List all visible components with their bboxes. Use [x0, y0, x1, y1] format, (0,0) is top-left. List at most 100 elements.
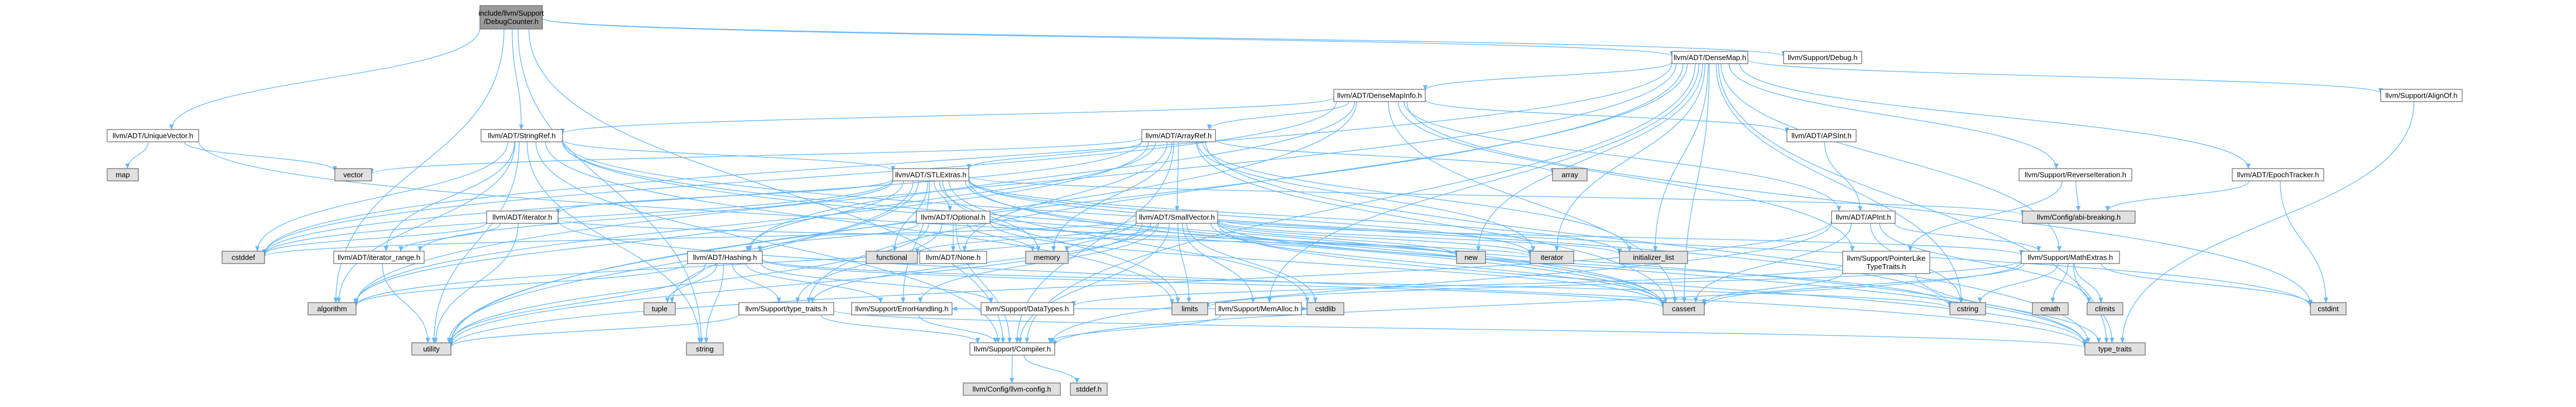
node-label-iterator: iterator [1541, 253, 1564, 262]
node-mathextras[interactable]: llvm/Support/MathExtras.h [2021, 251, 2120, 264]
edge-mathextras-to-compiler [1052, 261, 2022, 346]
node-densemap[interactable]: llvm/ADT/DenseMap.h [1671, 51, 1748, 64]
edge-errorhandling-to-compiler [918, 314, 998, 343]
edge-densemap-to-type_traits [1718, 63, 2109, 343]
node-datatypes[interactable]: llvm/Support/DataTypes.h [981, 302, 1074, 315]
node-stlextras[interactable]: llvm/ADT/STLExtras.h [892, 168, 969, 181]
node-none[interactable]: llvm/ADT/None.h [919, 251, 987, 264]
node-label-array: array [1561, 171, 1578, 179]
node-stringref[interactable]: llvm/ADT/StringRef.h [480, 129, 563, 142]
edge-optional-to-compiler [955, 223, 1012, 343]
node-initlist[interactable]: initializer_list [1619, 251, 1688, 264]
node-label-datatypes: llvm/Support/DataTypes.h [986, 305, 1069, 313]
node-cstring[interactable]: cstring [1949, 302, 1986, 315]
edge-optional-to-memory [967, 223, 1035, 252]
node-configbreaking[interactable]: llvm/Config/abi-breaking.h [2022, 210, 2136, 224]
node-label-map: map [116, 171, 129, 179]
node-memory[interactable]: memory [1025, 251, 1069, 264]
node-box-limits [1171, 302, 1208, 315]
node-cstdlib[interactable]: cstdlib [1306, 302, 1344, 315]
node-limits[interactable]: limits [1171, 302, 1208, 315]
node-debug[interactable]: llvm/Support/Debug.h [1783, 51, 1862, 64]
node-smallvector[interactable]: llvm/ADT/SmallVector.h [1136, 210, 1218, 224]
node-cassert[interactable]: cassert [1662, 302, 1705, 315]
node-box-apint [1831, 210, 1896, 224]
node-densemapinfo[interactable]: llvm/ADT/DenseMapInfo.h [1333, 89, 1426, 102]
edge-hashing-to-cassert [762, 259, 1665, 309]
node-new[interactable]: new [1456, 251, 1486, 264]
edge-stlextras-to-cstdint [968, 178, 2313, 308]
edge-pointerlike-to-cassert [1702, 272, 1843, 305]
node-label-smallvector: llvm/ADT/SmallVector.h [1139, 213, 1215, 222]
edge-densemap-to-epochtracker [1739, 63, 2251, 169]
node-memalloc[interactable]: llvm/Support/MemAlloc.h [1215, 302, 1302, 315]
node-map[interactable]: map [107, 168, 139, 181]
node-functional[interactable]: functional [866, 251, 918, 264]
edge-densemapinfo-to-apint [1404, 101, 1842, 212]
node-arrayref[interactable]: llvm/ADT/ArrayRef.h [1141, 129, 1216, 142]
node-array[interactable]: array [1552, 168, 1588, 181]
edge-arrayref-to-array [1215, 139, 1555, 174]
node-box-type_traits [2084, 342, 2146, 356]
node-stddef[interactable]: stddef.h [1070, 382, 1108, 396]
node-iterrange[interactable]: llvm/ADT/iterator_range.h [333, 251, 425, 264]
node-string[interactable]: string [686, 342, 724, 356]
edge-stlextras-to-initlist [968, 179, 1622, 255]
node-iterator[interactable]: iterator [1530, 251, 1574, 264]
node-box-new [1456, 251, 1486, 264]
node-vector[interactable]: vector [334, 168, 372, 181]
node-label-root: include/llvm/Support/DebugCounter.h [478, 9, 544, 26]
edge-iteratorh-to-type_traits [558, 220, 2087, 347]
edge-densemapinfo-to-stringref [560, 97, 1334, 135]
edge-apint-to-utility [449, 220, 1832, 348]
node-label-none: llvm/ADT/None.h [926, 253, 981, 262]
node-climits[interactable]: climits [2087, 302, 2123, 315]
edge-iterrange-to-utility [382, 263, 430, 343]
node-box-llvmconfig [963, 382, 1061, 396]
edge-densemapinfo-to-pointerlike [1397, 101, 1855, 252]
edge-densemap-to-new [1476, 63, 1703, 252]
node-label-typetraits: llvm/Support/type_traits.h [746, 305, 828, 313]
node-label-apsint: llvm/ADT/APSInt.h [1791, 132, 1852, 140]
node-llvmconfig[interactable]: llvm/Config/llvm-config.h [963, 382, 1061, 396]
node-apsint[interactable]: llvm/ADT/APSInt.h [1786, 129, 1857, 142]
edge-optional-to-hashing [757, 223, 919, 252]
edge-densemapinfo-to-utility [449, 101, 1357, 344]
edge-densemap-to-cstring [1715, 63, 1964, 303]
node-label-stringref: llvm/ADT/StringRef.h [488, 132, 555, 140]
node-alignof[interactable]: llvm/Support/AlignOf.h [2380, 89, 2463, 102]
node-box-tuple [643, 302, 676, 315]
node-box-densemap [1671, 51, 1748, 64]
node-epochtracker[interactable]: llvm/ADT/EpochTracker.h [2232, 168, 2324, 181]
node-cstdint[interactable]: cstdint [2310, 302, 2347, 315]
edge-hashing-to-datatypes [761, 263, 994, 303]
edge-stringref-to-utility [431, 141, 520, 343]
edge-densemapinfo-to-cassert [1388, 101, 1678, 303]
node-label-type_traits: type_traits [2098, 345, 2132, 353]
node-root[interactable]: include/llvm/Support/DebugCounter.h [478, 5, 544, 30]
node-box-datatypes [981, 302, 1074, 315]
node-cstddef[interactable]: cstddef [222, 251, 265, 264]
node-hashing[interactable]: llvm/ADT/Hashing.h [687, 251, 763, 264]
edge-root-to-densemap [542, 18, 1674, 57]
node-errorhandling[interactable]: llvm/Support/ErrorHandling.h [851, 302, 953, 315]
node-typetraits[interactable]: llvm/Support/type_traits.h [738, 302, 834, 315]
node-compiler[interactable]: llvm/Support/Compiler.h [969, 342, 1055, 356]
node-box-map [107, 168, 139, 181]
edge-arrayref-to-smallvector [1175, 141, 1180, 212]
node-type_traits[interactable]: type_traits [2084, 342, 2146, 356]
node-algorithm[interactable]: algorithm [307, 302, 357, 315]
node-tuple[interactable]: tuple [643, 302, 676, 315]
node-uniquevector[interactable]: llvm/ADT/UniqueVector.h [107, 129, 199, 142]
node-reverseiter[interactable]: llvm/Support/ReverseIteration.h [2018, 168, 2132, 181]
edge-arrayref-to-vector [369, 137, 1142, 175]
node-optional[interactable]: llvm/ADT/Optional.h [916, 210, 991, 224]
edge-compiler-to-stddef [1023, 355, 1080, 384]
node-cmath[interactable]: cmath [2032, 302, 2069, 315]
node-apint[interactable]: llvm/ADT/APInt.h [1831, 210, 1896, 224]
node-iteratorh[interactable]: llvm/ADT/iterator.h [486, 210, 559, 224]
node-label-alignof: llvm/Support/AlignOf.h [2385, 92, 2457, 100]
node-utility[interactable]: utility [411, 342, 451, 356]
